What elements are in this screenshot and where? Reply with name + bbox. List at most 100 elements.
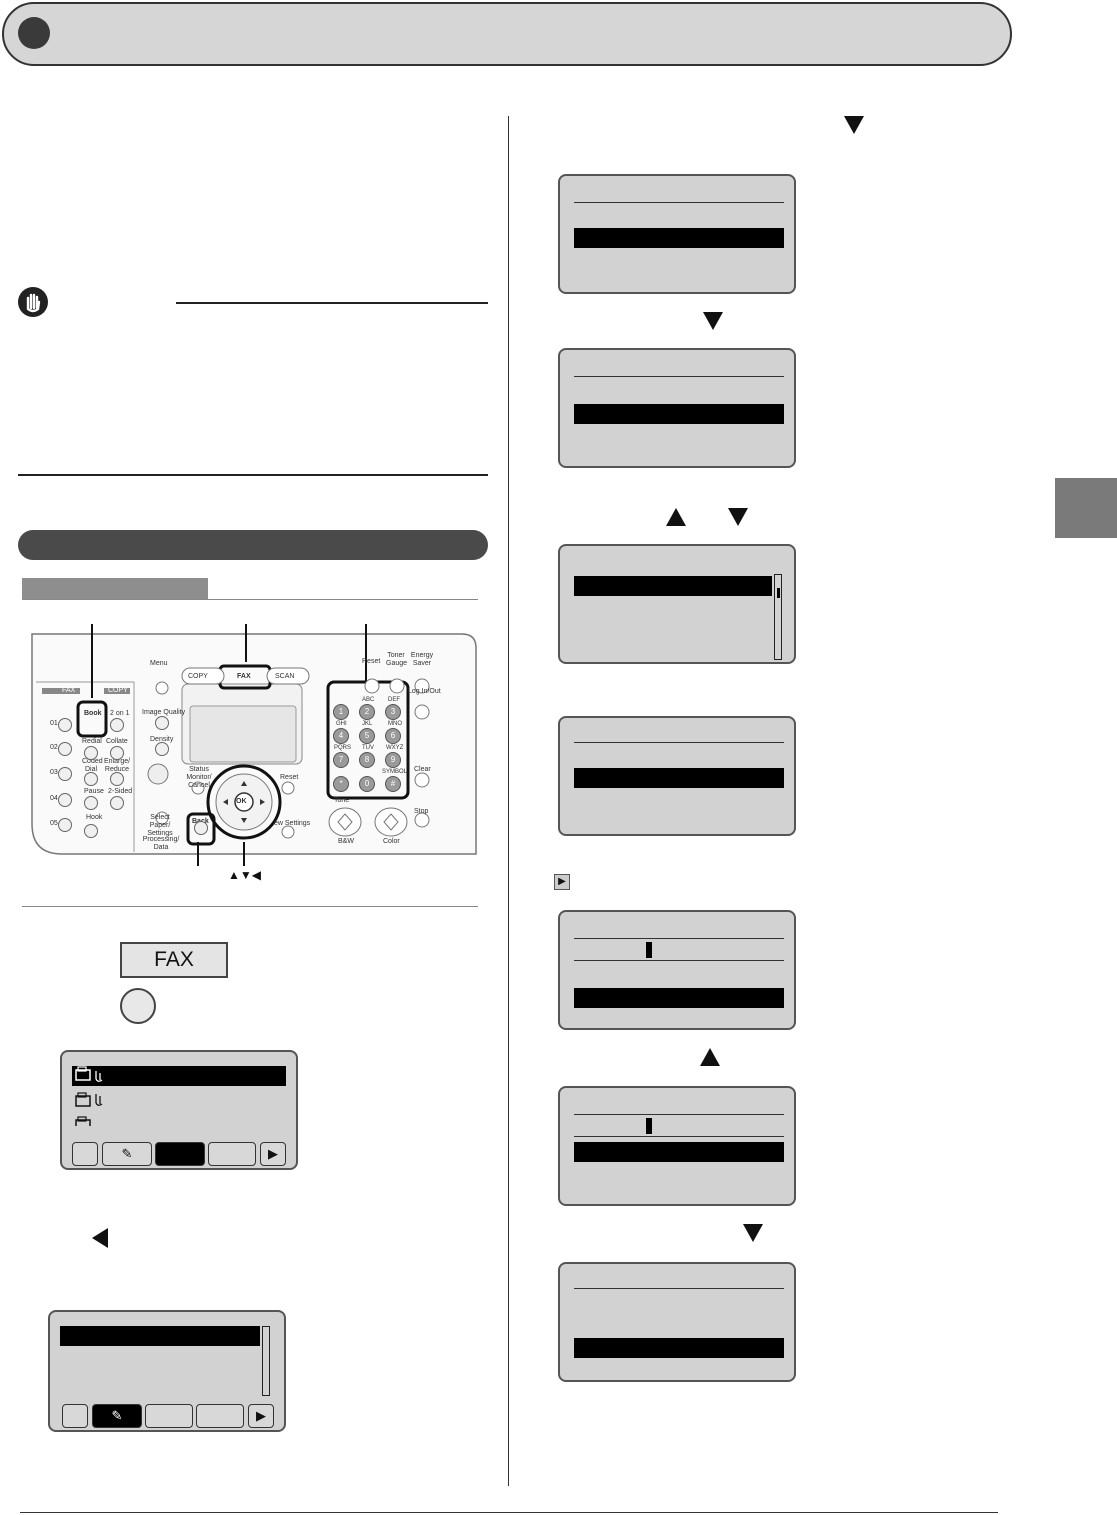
softkey-1[interactable] (72, 1142, 98, 1166)
image-quality-key[interactable] (155, 716, 169, 730)
numpad-key-4[interactable]: 4 (333, 728, 349, 744)
onetouch-05: 05 (50, 820, 58, 827)
stop-label: Stop (414, 808, 429, 815)
back-button[interactable] (194, 821, 208, 835)
left-arrow-icon (92, 1228, 108, 1248)
softkey-4[interactable] (208, 1142, 256, 1166)
collate-key[interactable] (110, 746, 124, 760)
lcd-screen-5 (558, 910, 796, 1030)
numpad-key-star[interactable]: * (333, 776, 349, 792)
lcd-selected-row (574, 228, 784, 248)
lcd-selected-row (574, 768, 784, 788)
lcd-scroll-thumb (777, 588, 780, 598)
select-paper-label: Select Paper/ Settings (147, 814, 173, 837)
numpad-key-hash[interactable]: # (385, 776, 401, 792)
numpad-key-6[interactable]: 6 (385, 728, 401, 744)
numpad-key-1[interactable]: 1 (333, 704, 349, 720)
panel-body-outline (31, 624, 477, 866)
fax-touch-icon (75, 1066, 103, 1126)
scan-key[interactable]: SCAN (275, 673, 295, 680)
onetouch-02: 02 (50, 744, 58, 751)
onetouch-key-04[interactable] (58, 793, 72, 807)
fax-key[interactable]: FAX (120, 942, 228, 978)
numpad-key-2[interactable]: 2 (359, 704, 375, 720)
numpad-key-3[interactable]: 3 (385, 704, 401, 720)
color-start-label: Color (383, 838, 400, 845)
log-in-out-label: Log In/Out (408, 688, 441, 695)
lcd-text-cursor (646, 942, 652, 958)
pause-key[interactable] (84, 796, 98, 810)
lcd-divider (574, 1288, 784, 1289)
footer-rule (20, 1512, 998, 1513)
onetouch-key-02[interactable] (58, 742, 72, 756)
redial-key[interactable] (84, 746, 98, 760)
lcd-screen-2 (558, 348, 796, 468)
two-sided-key[interactable] (110, 796, 124, 810)
column-divider (508, 116, 509, 1486)
energy-saver-label: Energy Saver (410, 652, 434, 667)
up-arrow-icon (700, 1048, 720, 1066)
softkey-3[interactable] (145, 1404, 193, 1428)
softkey-next-icon[interactable]: ▶ (260, 1142, 286, 1166)
hook-key[interactable] (84, 824, 98, 838)
important-rule (176, 302, 488, 304)
enlarge-reduce-key[interactable] (110, 772, 124, 786)
lcd-screen-7 (558, 1262, 796, 1382)
bw-start-label: B&W (338, 838, 354, 845)
hook-label: Hook (86, 814, 103, 821)
numpad-letters-ghi: GHI (336, 721, 347, 727)
down-arrow-icon (728, 508, 748, 526)
reset-label: Reset (280, 774, 299, 781)
onetouch-key-03[interactable] (58, 767, 72, 781)
address-book-key[interactable]: Book (84, 710, 102, 717)
operation-panel-tab (22, 578, 208, 600)
softkey-edit-icon[interactable]: ✎ (92, 1404, 142, 1428)
lcd-screen-6 (558, 1086, 796, 1206)
numpad-letters-pqrs: PQRS (334, 745, 352, 751)
softkey-selected[interactable] (155, 1142, 205, 1166)
two-sided-label: 2-Sided (108, 788, 133, 795)
down-arrow-icon (844, 116, 864, 134)
chapter-header-dot (18, 17, 50, 49)
onetouch-04: 04 (50, 795, 58, 802)
lcd-selected-row (574, 576, 772, 596)
lcd-scrollbar[interactable] (774, 574, 782, 660)
fax-mode-key[interactable]: FAX (237, 673, 251, 680)
onetouch-key-05[interactable] (58, 818, 72, 832)
lcd-screen-4 (558, 716, 796, 836)
lcd-divider (574, 376, 784, 377)
view-settings-label: ew Settings (274, 820, 311, 827)
round-key-icon[interactable] (120, 988, 156, 1024)
numpad-key-5[interactable]: 5 (359, 728, 375, 744)
lcd-selected-row (574, 404, 784, 424)
numpad-key-0[interactable]: 0 (359, 776, 375, 792)
lcd-scrollbar[interactable] (262, 1326, 270, 1396)
softkey-1[interactable] (62, 1404, 88, 1428)
numpad-key-9[interactable]: 9 (385, 752, 401, 768)
important-hand-icon (18, 287, 48, 317)
two-on-one-key[interactable] (110, 718, 124, 732)
coded-dial-key[interactable] (84, 772, 98, 786)
result-arrow-icon: ▶ (554, 874, 570, 890)
numpad-key-7[interactable]: 7 (333, 752, 349, 768)
lcd-divider (574, 202, 784, 203)
coded-dial-label: Coded Dial (82, 758, 103, 773)
enlarge-reduce-label: Enlarge/ Reduce (104, 758, 131, 773)
status-monitor-label: Status Monitor/ Cancel (186, 766, 212, 789)
important-end-rule (18, 474, 488, 476)
softkey-4[interactable] (196, 1404, 244, 1428)
up-arrow-icon (666, 508, 686, 526)
numpad-letters-symbol: SYMBOL (382, 769, 408, 775)
numpad-letters-jkl: JKL (362, 721, 373, 727)
onetouch-key-01[interactable] (58, 718, 72, 732)
numpad-key-8[interactable]: 8 (359, 752, 375, 768)
processing-label: Processing/ Data (142, 836, 180, 851)
two-on-one-label: 2 on 1 (110, 710, 130, 717)
menu-label: Menu (150, 660, 168, 667)
copy-key[interactable]: COPY (188, 673, 208, 680)
density-key[interactable] (155, 742, 169, 756)
softkey-edit-icon[interactable]: ✎ (102, 1142, 152, 1166)
onetouch-03: 03 (50, 769, 58, 776)
softkey-next-icon[interactable]: ▶ (248, 1404, 274, 1428)
ok-key[interactable]: OK (236, 798, 247, 805)
